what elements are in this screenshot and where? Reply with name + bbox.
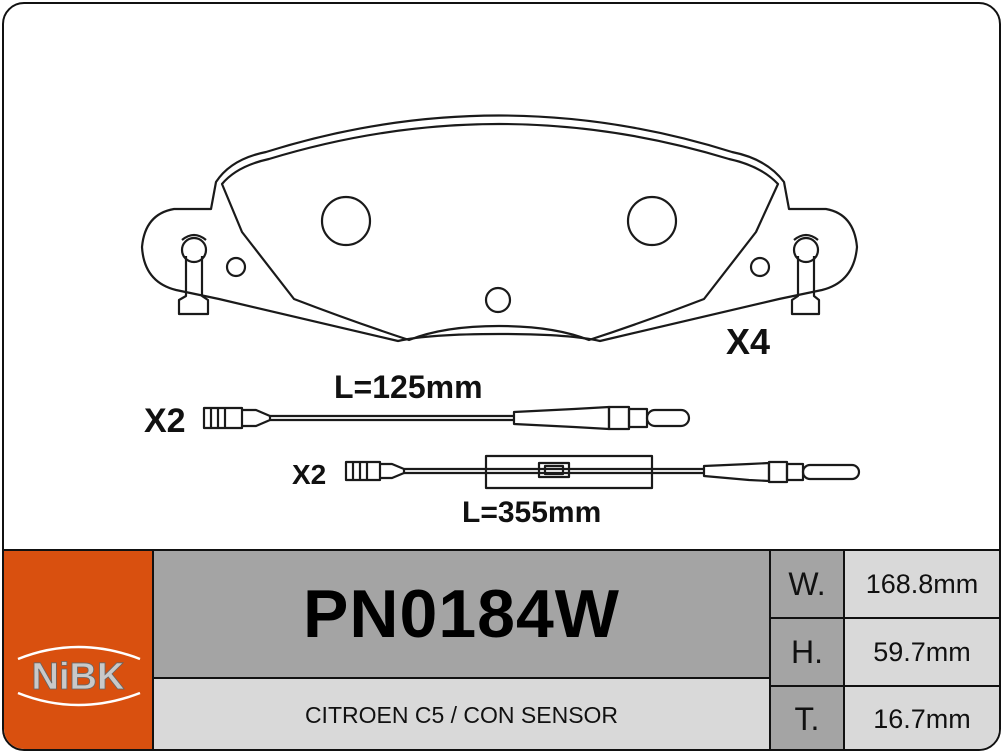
dimension-value-height: 59.7mm — [845, 619, 999, 687]
dimension-value-thickness: 16.7mm — [845, 687, 999, 749]
info-band: NiBK PN0184W CITROEN C5 / CON SENSOR W. … — [4, 549, 999, 749]
brand-logo-text: NiBK — [32, 656, 125, 698]
rivet-hole-left — [320, 195, 372, 247]
backing-plate-outline — [140, 114, 859, 343]
dimension-label-thickness: T. — [771, 687, 845, 749]
brand-logo: NiBK — [17, 645, 141, 707]
part-number-cell: PN0184W — [154, 551, 771, 679]
description-cell: CITROEN C5 / CON SENSOR — [154, 679, 771, 749]
quantity-pads-label: X4 — [726, 321, 770, 362]
dimension-label-height: H. — [771, 619, 845, 687]
brand-logo-cell: NiBK — [4, 551, 154, 749]
wear-sensor-long — [344, 454, 861, 490]
sensor-long-length-label: L=355mm — [462, 496, 601, 529]
dimension-label-width: W. — [771, 551, 845, 619]
part-number: PN0184W — [303, 576, 620, 652]
friction-material-outline — [220, 122, 780, 342]
sensor-short-length-label: L=125mm — [334, 369, 483, 405]
vehicle-description: CITROEN C5 / CON SENSOR — [304, 701, 619, 728]
small-hole-right — [749, 256, 771, 278]
brake-pad-drawing: X4 L=125mm X2 X2 L=355mm — [140, 114, 861, 529]
rivet-hole-right — [626, 195, 678, 247]
dimension-value-width: 168.8mm — [845, 551, 999, 619]
sensor-long-quantity-label: X2 — [292, 459, 326, 490]
wear-sensor-short — [202, 405, 691, 431]
sensor-short-quantity-label: X2 — [144, 402, 186, 440]
small-hole-bottom — [484, 286, 512, 314]
small-hole-left — [225, 256, 247, 278]
